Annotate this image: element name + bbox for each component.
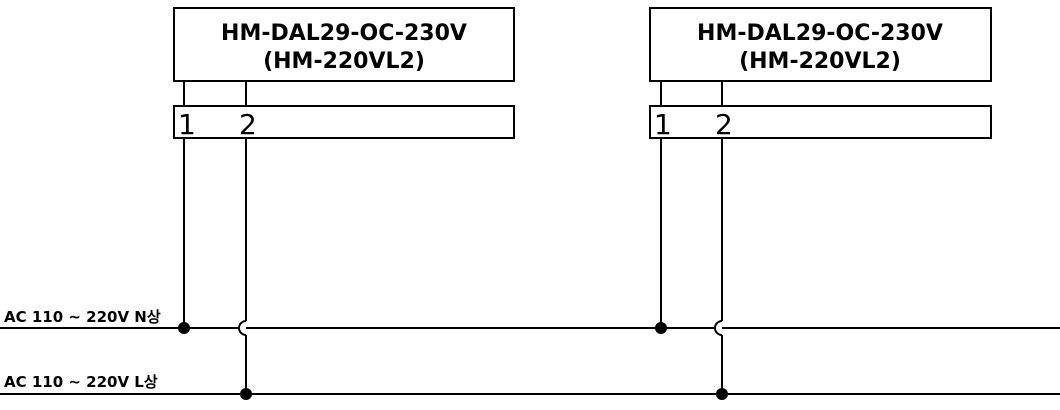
n-bus-label: AC 110 ~ 220V N상 [4, 308, 161, 326]
l-bus-junction-1 [240, 388, 252, 400]
device-2-box [649, 7, 992, 82]
device-1-wire-2-hop [238, 320, 247, 336]
device-2-terminal-2-label: 2 [715, 108, 733, 141]
device-2: HM-DAL29-OC-230V (HM-220VL2) 1 2 [649, 7, 992, 394]
n-phase-bus: AC 110 ~ 220V N상 [0, 308, 1060, 334]
l-phase-bus: AC 110 ~ 220V L상 [0, 373, 1060, 400]
l-bus-label: AC 110 ~ 220V L상 [4, 373, 158, 391]
device-1-terminal-block [173, 105, 515, 139]
device-2-terminal-block [649, 105, 992, 139]
l-bus-junction-2 [716, 388, 728, 400]
device-2-wire-2-hop [714, 320, 723, 336]
device-1-box [173, 7, 515, 82]
device-2-model: HM-DAL29-OC-230V [697, 21, 943, 46]
device-1-alt-model: (HM-220VL2) [263, 49, 425, 74]
device-1: HM-DAL29-OC-230V (HM-220VL2) 1 2 [173, 7, 515, 394]
n-bus-junction-1 [178, 322, 190, 334]
device-1-model: HM-DAL29-OC-230V [221, 21, 467, 46]
device-2-terminal-1-label: 1 [654, 108, 672, 141]
device-2-alt-model: (HM-220VL2) [739, 49, 901, 74]
device-1-terminal-1-label: 1 [178, 108, 196, 141]
device-1-terminal-2-label: 2 [239, 108, 257, 141]
n-bus-junction-2 [655, 322, 667, 334]
